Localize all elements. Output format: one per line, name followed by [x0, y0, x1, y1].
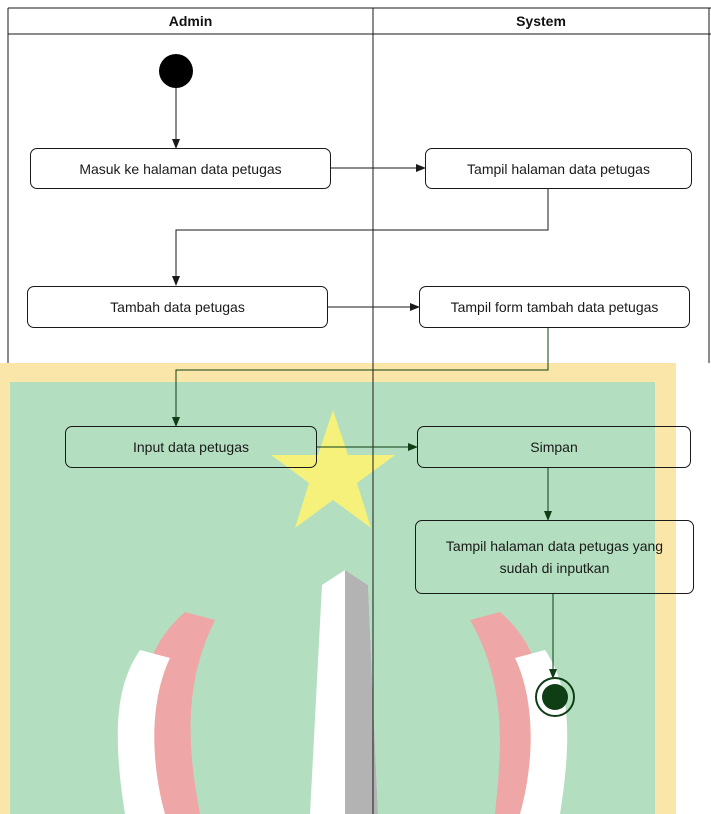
node-tampil-form: Tampil form tambah data petugas [419, 286, 690, 328]
end-node [535, 677, 575, 717]
lane-admin-title: Admin [168, 13, 213, 29]
node-tampil-halaman: Tampil halaman data petugas [425, 148, 692, 189]
node-masuk: Masuk ke halaman data petugas [30, 148, 331, 189]
node-tampil-inputkan: Tampil halaman data petugas yang sudah d… [415, 520, 694, 594]
node-simpan: Simpan [417, 426, 691, 468]
watermark-star-icon [271, 410, 395, 528]
node-input: Input data petugas [65, 426, 317, 468]
flow-form-to-input [172, 328, 549, 427]
watermark-logo [0, 363, 676, 814]
flow-tampil-to-tambah [172, 189, 549, 286]
start-node [159, 54, 193, 88]
lane-system-title: System [516, 13, 566, 29]
flows [172, 88, 557, 679]
swimlane-frame [7, 7, 711, 814]
node-tambah: Tambah data petugas [27, 286, 328, 328]
